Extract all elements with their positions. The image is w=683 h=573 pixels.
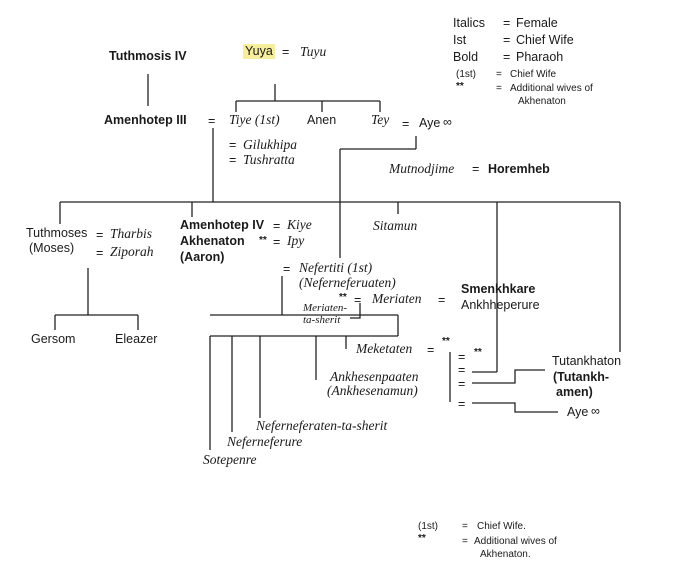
person-ankhesenpaaten: Ankhesenpaaten [330, 369, 419, 384]
person-amenhotep-iv: Amenhotep IV [180, 218, 265, 232]
person-tiye: Tiye (1st) [229, 112, 280, 127]
person-neferneferuaten: (Neferneferuaten) [299, 275, 396, 290]
person-sotepenre: Sotepenre [203, 452, 257, 467]
legend-eq: = [503, 50, 511, 64]
legend-bottom-star-key: ** [418, 533, 426, 544]
marriage-eq: = [273, 219, 281, 233]
legend-bottom-star-val-1: Additional wives of [474, 536, 557, 547]
person-tey: Tey [371, 112, 390, 127]
marriage-eq: = [458, 377, 466, 391]
legend-star-val-2: Akhenaton [518, 96, 566, 107]
person-horemheb: Horemheb [488, 162, 550, 176]
person-tharbis: Tharbis [110, 226, 153, 241]
legend-italics-key: Italics [453, 16, 485, 30]
person-neferneferaten-ta-sherit: Neferneferaten-ta-sherit [256, 418, 388, 433]
additional-wife-mark: ** [474, 347, 482, 358]
marriage-eq: = [283, 262, 291, 276]
aye-infinity-mark: ∞ [443, 115, 452, 129]
person-akhenaton: Akhenaton [180, 234, 245, 248]
legend-bold-key: Bold [453, 50, 479, 64]
person-tushratta: Tushratta [243, 152, 295, 167]
person-amenhotep-iii: Amenhotep III [104, 113, 187, 127]
person-meketaten: Meketaten [356, 341, 413, 356]
legend-first-val: Chief Wife [510, 69, 557, 80]
marriage-eq: = [96, 228, 104, 242]
aye-infinity-mark: ∞ [591, 404, 600, 418]
person-meriaten: Meriaten [372, 291, 422, 306]
person-sitamun: Sitamun [373, 218, 418, 233]
additional-wife-mark: ** [259, 235, 267, 246]
person-ipy: Ipy [287, 233, 305, 248]
legend-bold-val: Pharaoh [516, 50, 564, 64]
marriage-eq: = [229, 138, 237, 152]
legend-star-val-1: Additional wives of [510, 83, 593, 94]
person-ankhkheperure: Ankhheperure [461, 298, 540, 312]
legend-star-key: ** [456, 81, 464, 92]
person-neferneferure: Neferneferure [227, 434, 303, 449]
person-aye: Aye [419, 116, 441, 130]
person-ziporah: Ziporah [110, 244, 154, 259]
legend-eq: = [462, 536, 468, 547]
line-wife4-aye [472, 402, 558, 413]
legend-bottom-star-val-2: Akhenaton. [480, 549, 531, 560]
person-mutnodjime: Mutnodjime [389, 161, 455, 176]
legend-ist-val: Chief Wife [516, 33, 574, 47]
marriage-eq: = [273, 235, 281, 249]
person-aye-2: Aye [567, 405, 589, 419]
marriage-eq: = [208, 114, 216, 128]
person-tutankhamen-2: amen) [556, 385, 593, 399]
person-gersom: Gersom [31, 332, 76, 346]
line-meriaten-to-ts [350, 303, 361, 319]
person-eleazer: Eleazer [115, 332, 158, 346]
marriage-eq: = [458, 350, 466, 364]
marriage-eq: = [458, 363, 466, 377]
marriage-eq: = [427, 343, 435, 357]
legend-eq: = [462, 521, 468, 532]
person-tuyu: Tuyu [300, 44, 327, 59]
person-tutankhamen-1: (Tutankh- [553, 370, 610, 384]
marriage-eq: = [229, 153, 237, 167]
person-moses: (Moses) [29, 241, 75, 255]
person-tuthmosis-iv: Tuthmosis IV [109, 49, 187, 63]
legend-eq: = [496, 69, 502, 80]
person-meriaten-ta-sherit-2: ta-sherit [303, 314, 341, 326]
person-tuthmoses: Tuthmoses [26, 226, 88, 240]
marriage-eq: = [96, 246, 104, 260]
legend-eq: = [496, 83, 502, 94]
marriage-eq: = [402, 117, 410, 131]
legend-italics-val: Female [516, 16, 558, 30]
person-gilukhipa: Gilukhipa [243, 137, 297, 152]
legend-eq: = [503, 16, 511, 30]
line-wife3-tutankhamen [472, 369, 545, 384]
marriage-eq: = [282, 45, 290, 59]
legend-eq: = [503, 33, 511, 47]
marriage-eq: = [438, 293, 446, 307]
marriage-eq: = [472, 162, 480, 176]
additional-wife-mark: ** [442, 336, 450, 347]
legend-bottom-first-key: (1st) [418, 521, 438, 532]
person-anen: Anen [307, 113, 337, 127]
person-yuya: Yuya [243, 44, 275, 59]
legend-ist-key: Ist [453, 33, 467, 47]
person-aaron: (Aaron) [180, 250, 225, 264]
person-meriaten-ta-sherit-1: Meriaten- [303, 302, 347, 314]
person-smenkhkare: Smenkhkare [461, 282, 536, 296]
person-ankhesenamun: (Ankhesenamun) [327, 383, 418, 398]
legend-bottom-first-val: Chief Wife. [477, 521, 526, 532]
person-tutankhaton: Tutankhaton [552, 354, 622, 368]
marriage-eq: = [354, 293, 362, 307]
person-nefertiti: Nefertiti (1st) [299, 260, 373, 275]
additional-wife-mark: ** [339, 292, 347, 303]
person-kiye: Kiye [287, 217, 312, 232]
marriage-eq: = [458, 397, 466, 411]
legend-first-key: (1st) [456, 69, 476, 80]
